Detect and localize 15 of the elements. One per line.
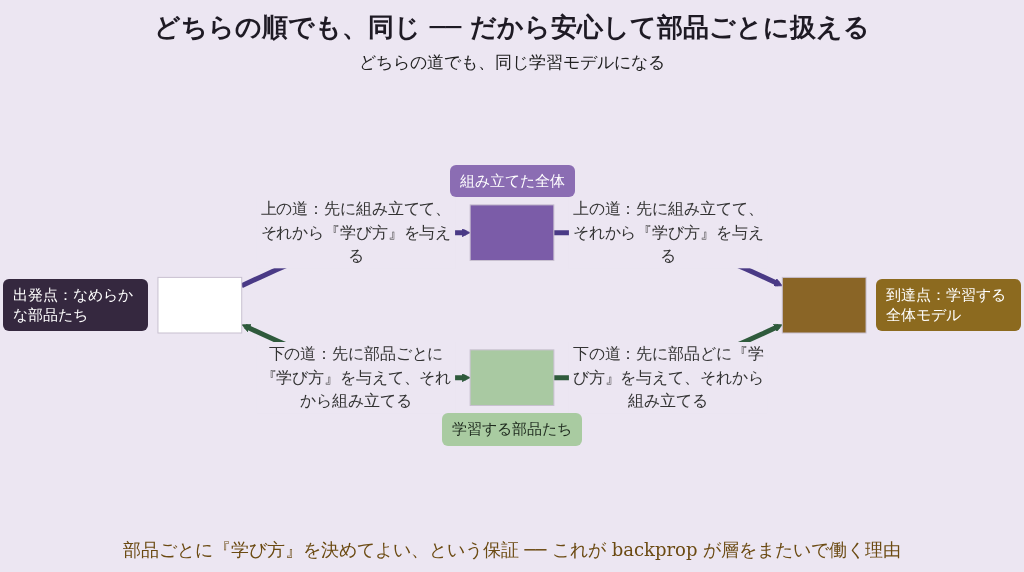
node-box (157, 276, 243, 334)
node-box (469, 349, 555, 406)
callout-label: 出発点：なめらかな部品たち (2, 278, 148, 331)
title: どちらの順でも、同じ ── だから安心して部品ごとに扱える (153, 11, 871, 44)
callout-label: 到達点：学習する全体モデル (876, 278, 1022, 331)
callout-label: 学習する部品たち (442, 413, 582, 446)
edge-label: 下の道：先に部品どに『学び方』を与えて、それから組み立てる (572, 343, 764, 411)
callout-label: 組み立てた全体 (449, 164, 575, 197)
edge-label: 上の道：先に組み立てて、それから『学び方』を与える (260, 198, 452, 266)
caption: 部品ごとに『学び方』を決めてよい、という保証 ── これが backprop が層をまたいで働く理由 (122, 538, 902, 562)
node-box (781, 276, 867, 334)
note: どちらの道でも、同じ学習モデルになる (359, 51, 665, 74)
edge-label: 下の道：先に部品ごとに『学び方』を与えて、それから組み立てる (260, 343, 452, 411)
node-box (469, 204, 555, 261)
edge-label: 上の道：先に組み立てて、それから『学び方』を与える (572, 198, 764, 266)
